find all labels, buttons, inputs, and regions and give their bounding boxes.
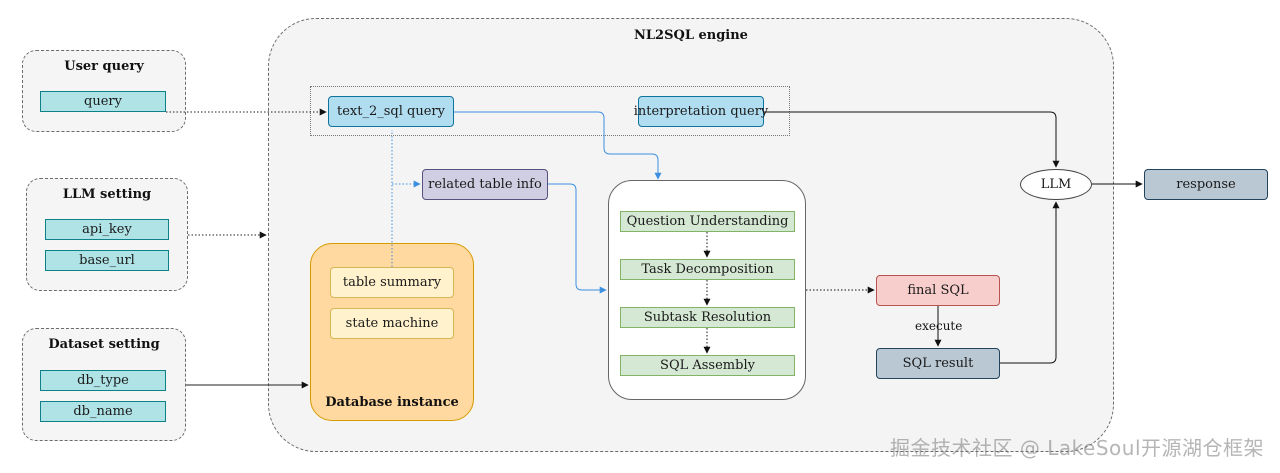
sql-result-box: SQL result: [876, 348, 1000, 379]
query-field: query: [40, 91, 166, 112]
query-group: [310, 86, 790, 136]
related-table-info-box: related table info: [422, 169, 548, 200]
sql-assembly-step: SQL Assembly: [620, 355, 795, 376]
state-machine-box: state machine: [330, 308, 454, 339]
result-to-llm-arrow: [1000, 201, 1060, 364]
db-type-field: db_type: [40, 370, 166, 391]
question-understanding-step: Question Understanding: [620, 211, 795, 232]
user-query-title: User query: [64, 59, 144, 74]
task-decomposition-step: Task Decomposition: [620, 259, 795, 280]
subtask-resolution-step: Subtask Resolution: [620, 307, 795, 328]
text-2-sql-query-box: text_2_sql query: [328, 96, 454, 127]
interpretation-to-llm-arrow: [764, 111, 1060, 168]
watermark-text: 掘金技术社区 @ LakeSoul开源湖仓框架: [890, 436, 1264, 460]
base-url-field: base_url: [45, 250, 169, 271]
dataset-setting-title: Dataset setting: [48, 337, 160, 352]
engine-title: NL2SQL engine: [634, 28, 748, 43]
api-key-field: api_key: [45, 219, 169, 240]
final-sql-box: final SQL: [876, 275, 1000, 306]
response-box: response: [1144, 169, 1268, 200]
table-summary-box: table summary: [330, 267, 454, 298]
interpretation-query-box: interpretation query: [634, 96, 768, 127]
related-to-pipeline-arrow: [548, 183, 607, 294]
db-name-field: db_name: [40, 401, 166, 422]
llm-node: LLM: [1020, 169, 1092, 200]
database-title: Database instance: [325, 395, 459, 410]
text2sql-to-pipeline-arrow: [454, 111, 662, 180]
execute-label: execute: [915, 319, 963, 333]
llm-setting-title: LLM setting: [62, 187, 152, 202]
